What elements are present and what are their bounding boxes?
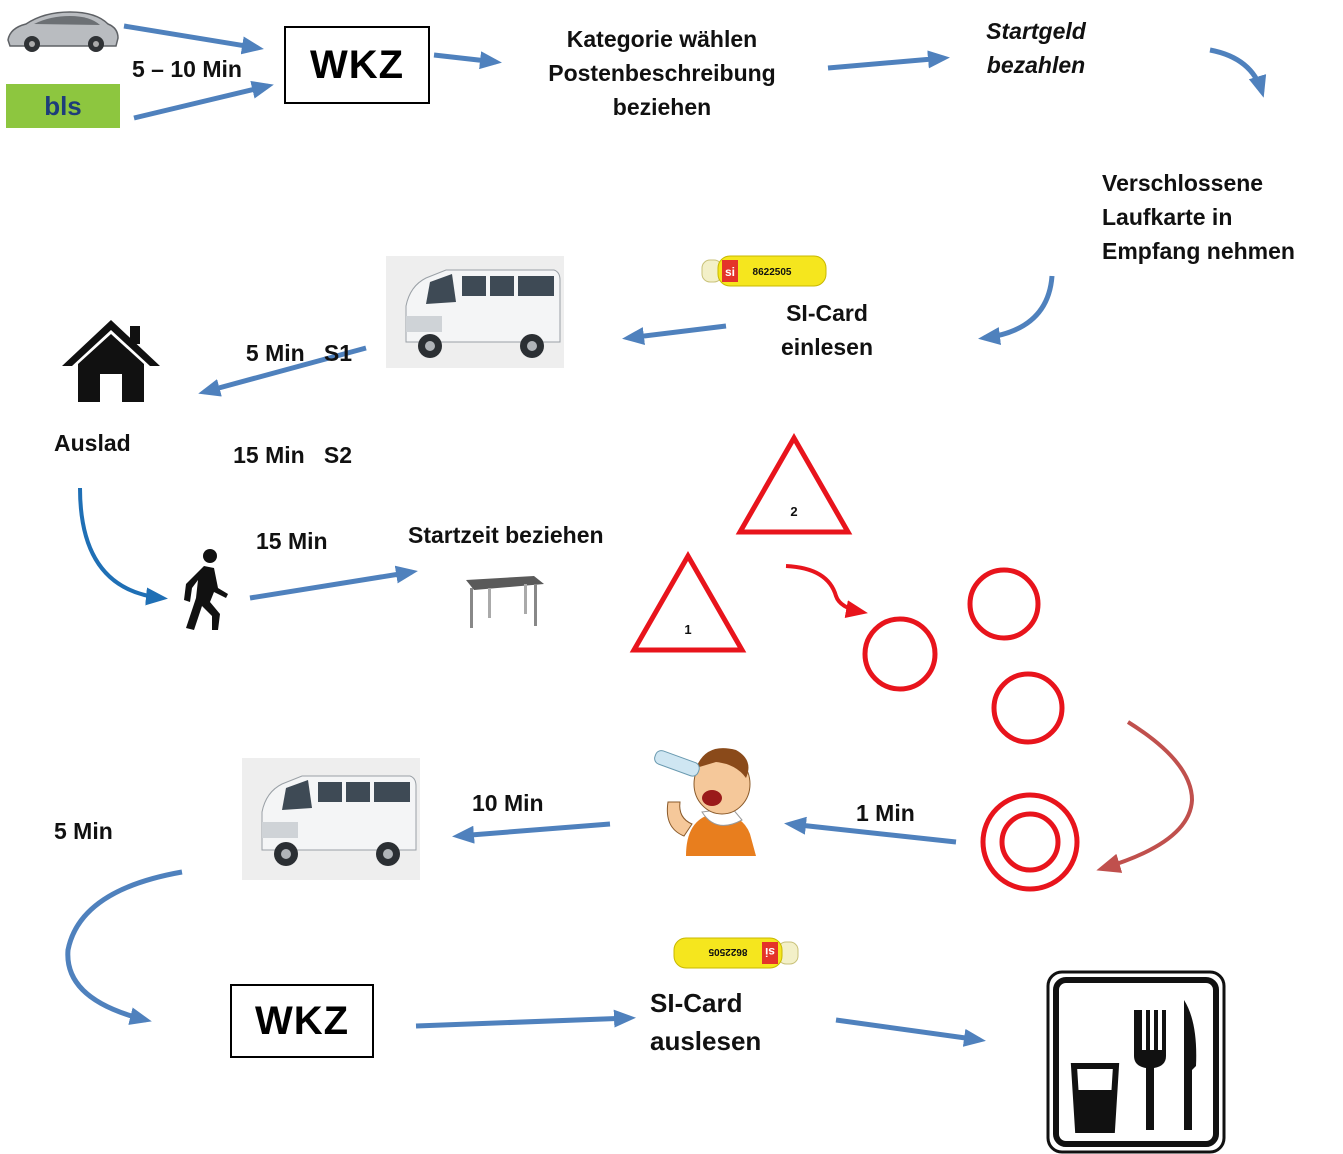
kategorie-line-3: beziehen xyxy=(612,94,712,120)
kategorie-line-1: Kategorie wählen xyxy=(566,26,758,52)
si-card-number: 8622505 xyxy=(753,267,792,278)
arrow-auslad-to-walk xyxy=(78,487,168,606)
arrow-si-to-bus xyxy=(622,323,727,345)
finish-circle-outer xyxy=(980,792,1080,892)
arrow-auslesen-to-restaurant xyxy=(835,1017,986,1047)
laufkarte-block: Verschlossene Laufkarte in Empfang nehme… xyxy=(1102,166,1295,268)
return-walk-time-label: 5 Min xyxy=(54,818,113,844)
control-circle-a xyxy=(862,616,938,692)
minibus-icon-return xyxy=(242,758,420,880)
bus-times-block: 5 Min S1 15 Min S2 xyxy=(222,268,352,506)
travel-time-label: 5 – 10 Min xyxy=(132,56,242,82)
arrow-wkz-to-auslesen xyxy=(415,1009,636,1029)
startzeit-label: Startzeit beziehen xyxy=(408,522,604,548)
wkz-end-box: WKZ xyxy=(230,984,374,1058)
minibus-icon xyxy=(386,256,564,368)
car-icon xyxy=(7,11,119,52)
walk-time-label: 15 Min xyxy=(256,528,328,554)
arrow-startgeld-to-laufkarte xyxy=(1209,47,1267,98)
arrow-laufkarte-to-si xyxy=(978,275,1055,345)
bus-time-s1: 5 Min S1 xyxy=(245,340,352,366)
house-icon xyxy=(62,320,160,402)
arrow-wkz-to-kategorie xyxy=(433,51,502,70)
si-einlesen-block: SI-Card einlesen xyxy=(762,296,892,364)
control-circle-c xyxy=(991,671,1065,745)
arrow-kategorie-to-startgeld xyxy=(827,50,950,71)
arrow-finish-to-drink xyxy=(784,816,957,845)
si-auslesen-line-2: auslesen xyxy=(650,1026,762,1056)
control-1-label: 1 xyxy=(684,622,691,637)
arrow-bus-to-wkz xyxy=(65,869,183,1025)
arrow-course-to-finish xyxy=(1096,720,1195,873)
arrow-car-to-wkz xyxy=(123,23,264,55)
arrow-start-to-course xyxy=(785,564,868,618)
start-triangle-1 xyxy=(629,550,747,653)
walking-person-icon xyxy=(184,549,228,630)
bls-logo: bls xyxy=(6,84,120,128)
laufkarte-line-1: Verschlossene xyxy=(1102,170,1264,196)
wkz-end-label: WKZ xyxy=(254,998,350,1043)
arrow-drink-to-bus xyxy=(452,821,611,844)
auslad-label: Auslad xyxy=(54,430,131,456)
si-card-number-flipped: 8622505 xyxy=(708,946,747,957)
arrow-bus-to-house xyxy=(198,345,367,397)
si-einlesen-line-1: SI-Card xyxy=(786,300,868,326)
bus-time-s2: 15 Min S2 xyxy=(233,442,352,468)
kategorie-line-2: Postenbeschreibung xyxy=(548,60,776,86)
svg-text:si: si xyxy=(765,945,775,959)
svg-text:si: si xyxy=(725,265,735,279)
drinking-person-icon xyxy=(654,748,756,856)
laufkarte-line-3: Empfang nehmen xyxy=(1102,238,1295,264)
bls-logo-text: bls xyxy=(44,90,82,121)
start-triangle-2 xyxy=(735,432,853,535)
kategorie-block: Kategorie wählen Postenbeschreibung bezi… xyxy=(520,22,804,124)
laufkarte-line-2: Laufkarte in xyxy=(1102,204,1233,230)
control-circle-b xyxy=(967,567,1041,641)
arrow-walk-to-table xyxy=(249,565,418,601)
wkz-start-box: WKZ xyxy=(284,26,430,104)
bus-return-time-label: 10 Min xyxy=(472,790,544,816)
control-2-label: 2 xyxy=(790,504,797,519)
arrow-bls-to-wkz xyxy=(133,80,274,121)
si-card-icon-flipped: si 8622505 xyxy=(673,937,799,969)
wkz-start-label: WKZ xyxy=(309,42,405,87)
table-icon xyxy=(466,576,544,628)
si-auslesen-line-1: SI-Card xyxy=(650,988,743,1018)
startgeld-line-2: bezahlen xyxy=(986,52,1086,78)
startgeld-line-1: Startgeld xyxy=(986,18,1086,44)
si-auslesen-block: SI-Card auslesen xyxy=(650,984,761,1060)
si-card-icon: si 8622505 xyxy=(701,255,827,287)
restaurant-sign-icon xyxy=(1046,970,1226,1154)
finish-circle-inner xyxy=(999,811,1061,873)
si-einlesen-line-2: einlesen xyxy=(780,334,874,360)
finish-time-label: 1 Min xyxy=(856,800,915,826)
startgeld-block: Startgeld bezahlen xyxy=(966,14,1106,82)
